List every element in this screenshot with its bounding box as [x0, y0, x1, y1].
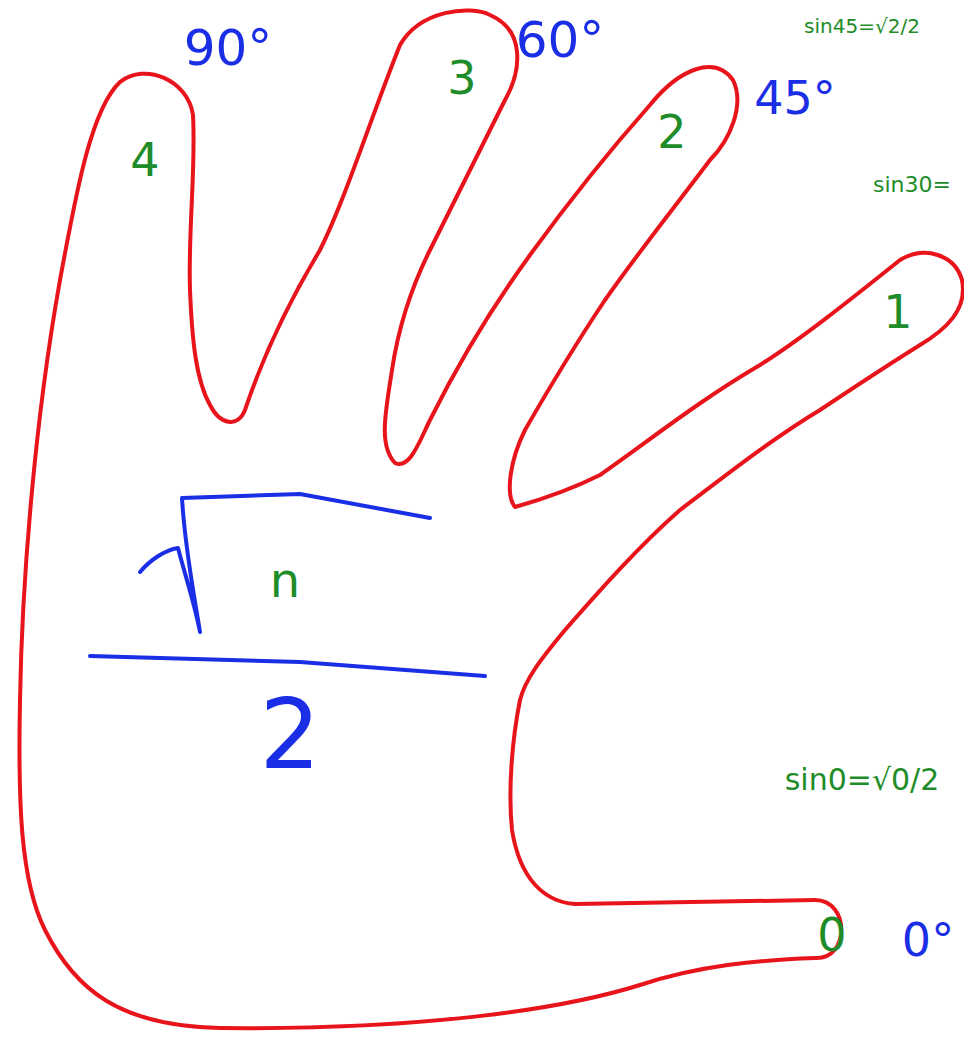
finger-number: 1: [883, 289, 912, 335]
finger-number: 2: [657, 109, 686, 155]
sine-note: sin0=√0/2: [785, 765, 940, 795]
angle-label: 90°: [184, 23, 273, 73]
finger-number: 0: [817, 912, 846, 958]
angle-label: 0°: [902, 917, 954, 963]
finger-number: 3: [447, 55, 476, 101]
denominator: 2: [259, 687, 320, 783]
angle-label: 60°: [516, 15, 605, 65]
sine-note: sin45=√2/2: [804, 16, 920, 36]
sine-note: sin30=: [873, 174, 951, 196]
radical-sign: [140, 494, 430, 632]
angle-label: 45°: [754, 75, 836, 121]
finger-number: 4: [130, 137, 159, 183]
fraction-bar: [90, 656, 485, 676]
radicand: n: [270, 556, 300, 604]
hand-outline: [19, 10, 963, 1028]
